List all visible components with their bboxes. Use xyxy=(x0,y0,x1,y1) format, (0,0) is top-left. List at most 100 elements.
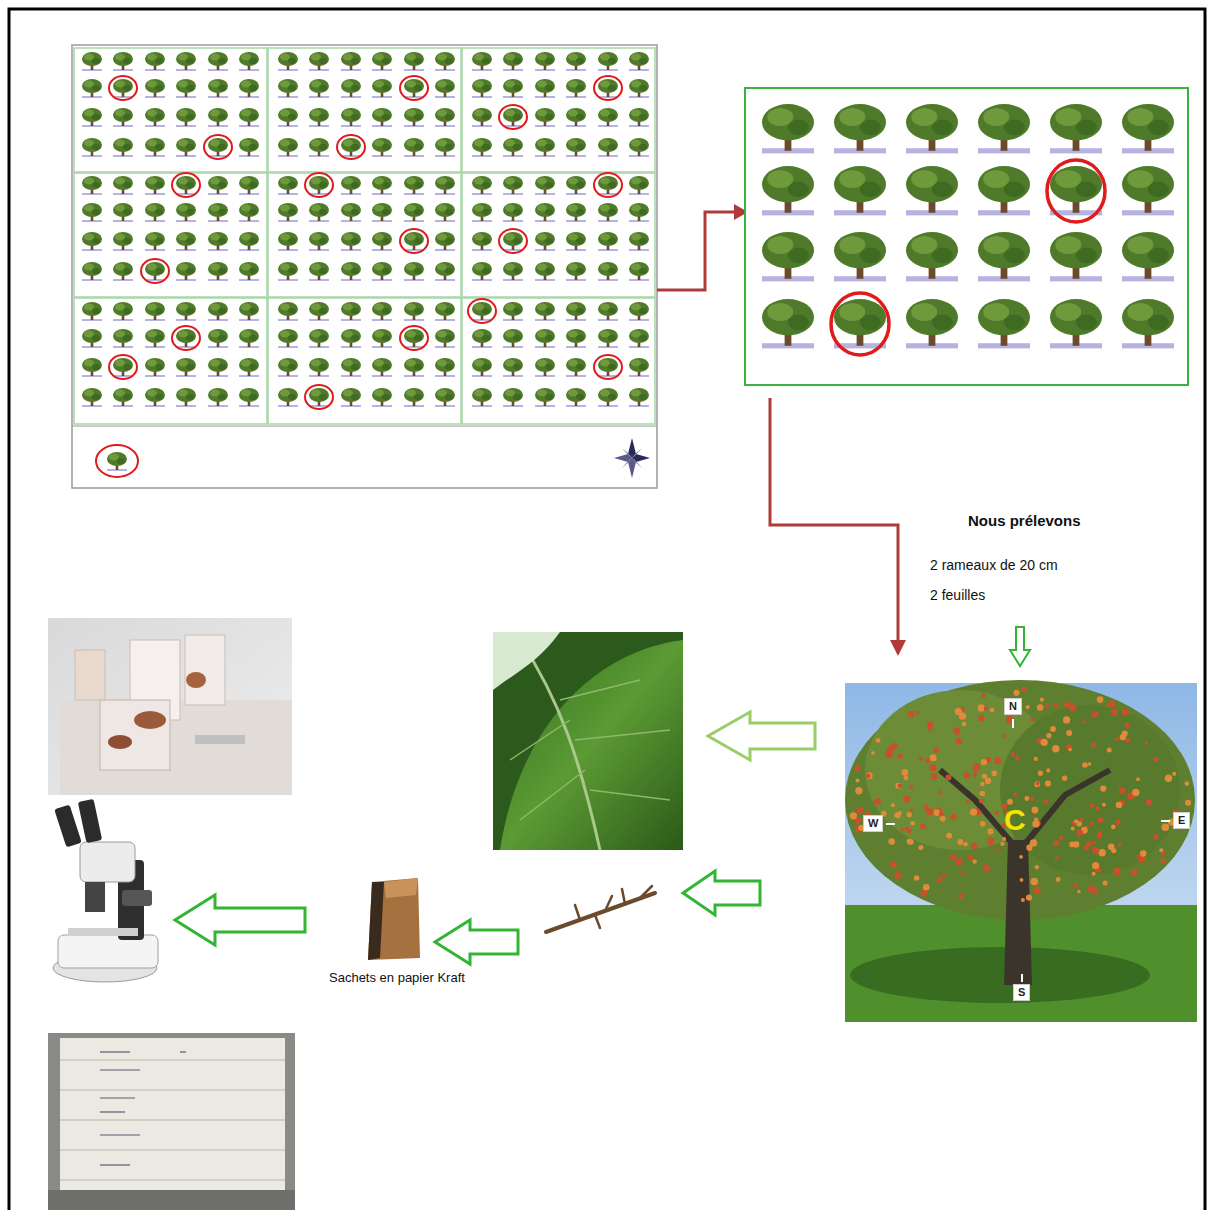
tree-icon xyxy=(566,138,586,157)
direction-letter: W xyxy=(868,817,878,829)
sample-circle xyxy=(172,173,200,197)
sample-circle xyxy=(594,173,622,197)
fruit xyxy=(856,778,860,782)
tree-icon xyxy=(309,138,329,157)
tree-icon xyxy=(535,108,555,127)
fruit xyxy=(1092,862,1099,869)
sample-circle xyxy=(1047,160,1105,222)
fruit xyxy=(885,751,892,758)
tree-icon xyxy=(472,262,492,281)
fruit xyxy=(1086,841,1091,846)
fruit xyxy=(1099,849,1106,856)
tree-icon xyxy=(113,203,133,222)
fruit xyxy=(982,774,987,779)
fruit xyxy=(1066,730,1072,736)
sample-circle xyxy=(141,259,169,283)
tree-icon xyxy=(145,203,165,222)
lab-photo xyxy=(48,618,292,795)
tree-icon xyxy=(472,52,492,71)
tree-icon xyxy=(535,232,555,251)
tree-icon xyxy=(834,166,886,215)
tree-icon xyxy=(1122,104,1174,153)
tree-icon xyxy=(978,104,1030,153)
tree-icon xyxy=(309,176,329,195)
tree-icon xyxy=(176,329,196,348)
tree-icon xyxy=(566,329,586,348)
tree-icon xyxy=(503,358,523,377)
fruit xyxy=(1041,739,1048,746)
fruit xyxy=(1122,708,1129,715)
fruit xyxy=(980,782,985,787)
tree-icon xyxy=(239,108,259,127)
fruit xyxy=(934,747,939,752)
fruit xyxy=(1082,720,1086,724)
sample-circle xyxy=(499,105,527,129)
tree-icon xyxy=(472,302,492,321)
tree-icon xyxy=(208,329,228,348)
fruit xyxy=(984,707,988,711)
tree-icon xyxy=(341,358,361,377)
tree-icon xyxy=(598,138,618,157)
tree-icon xyxy=(629,262,649,281)
tree-icon xyxy=(472,329,492,348)
tree-icon xyxy=(113,52,133,71)
fruit xyxy=(1103,881,1108,886)
tree-icon xyxy=(566,388,586,407)
tree-icon xyxy=(278,232,298,251)
tree-icon xyxy=(372,302,392,321)
fruit xyxy=(1025,796,1030,801)
fruit xyxy=(983,864,990,871)
tree-icon xyxy=(566,79,586,98)
fruit xyxy=(1069,704,1076,711)
sample-circle xyxy=(400,76,428,100)
tree-icon xyxy=(435,79,455,98)
tree-icon xyxy=(309,108,329,127)
fruit xyxy=(926,808,933,815)
fruit xyxy=(1000,842,1004,846)
twig xyxy=(546,886,655,932)
hollow-arrow xyxy=(683,871,760,915)
fruit xyxy=(1056,877,1061,882)
fruit xyxy=(971,843,978,850)
tree-icon xyxy=(629,52,649,71)
tree-icon xyxy=(145,232,165,251)
tree-icon xyxy=(404,329,424,348)
fruit xyxy=(898,811,902,815)
tree-icon xyxy=(472,203,492,222)
fruit xyxy=(1113,868,1120,875)
hollow-arrow xyxy=(435,920,518,964)
tree-icon xyxy=(629,329,649,348)
fruit xyxy=(1100,786,1106,792)
tree-icon xyxy=(341,232,361,251)
tree-icon xyxy=(208,388,228,407)
direction-letter: N xyxy=(1009,700,1017,712)
fruit xyxy=(951,813,957,819)
fruit xyxy=(1088,762,1092,766)
fruit xyxy=(1013,690,1019,696)
direction-letter: S xyxy=(1018,986,1025,998)
tree-icon xyxy=(629,176,649,195)
tree-icon xyxy=(208,232,228,251)
fruit xyxy=(1146,800,1153,807)
tree-icon xyxy=(472,176,492,195)
tree-icon xyxy=(598,302,618,321)
fruit xyxy=(1172,772,1176,776)
fruit xyxy=(966,800,970,804)
fruit xyxy=(1021,898,1025,902)
fruit xyxy=(874,798,881,805)
fruit xyxy=(1030,839,1037,846)
fruit xyxy=(1050,726,1056,732)
tree-icon xyxy=(629,203,649,222)
fruit xyxy=(1090,803,1095,808)
step-heading: Nous prélevons xyxy=(968,512,1081,530)
tree-icon xyxy=(145,176,165,195)
tree-icon xyxy=(598,388,618,407)
fruit xyxy=(1068,748,1072,752)
tree-icon xyxy=(372,203,392,222)
center-mark: C xyxy=(1004,802,1026,838)
tree-icon xyxy=(82,52,102,71)
tree-icon xyxy=(435,138,455,157)
tree-icon xyxy=(309,302,329,321)
tree-icon xyxy=(82,176,102,195)
fruit xyxy=(995,811,999,815)
